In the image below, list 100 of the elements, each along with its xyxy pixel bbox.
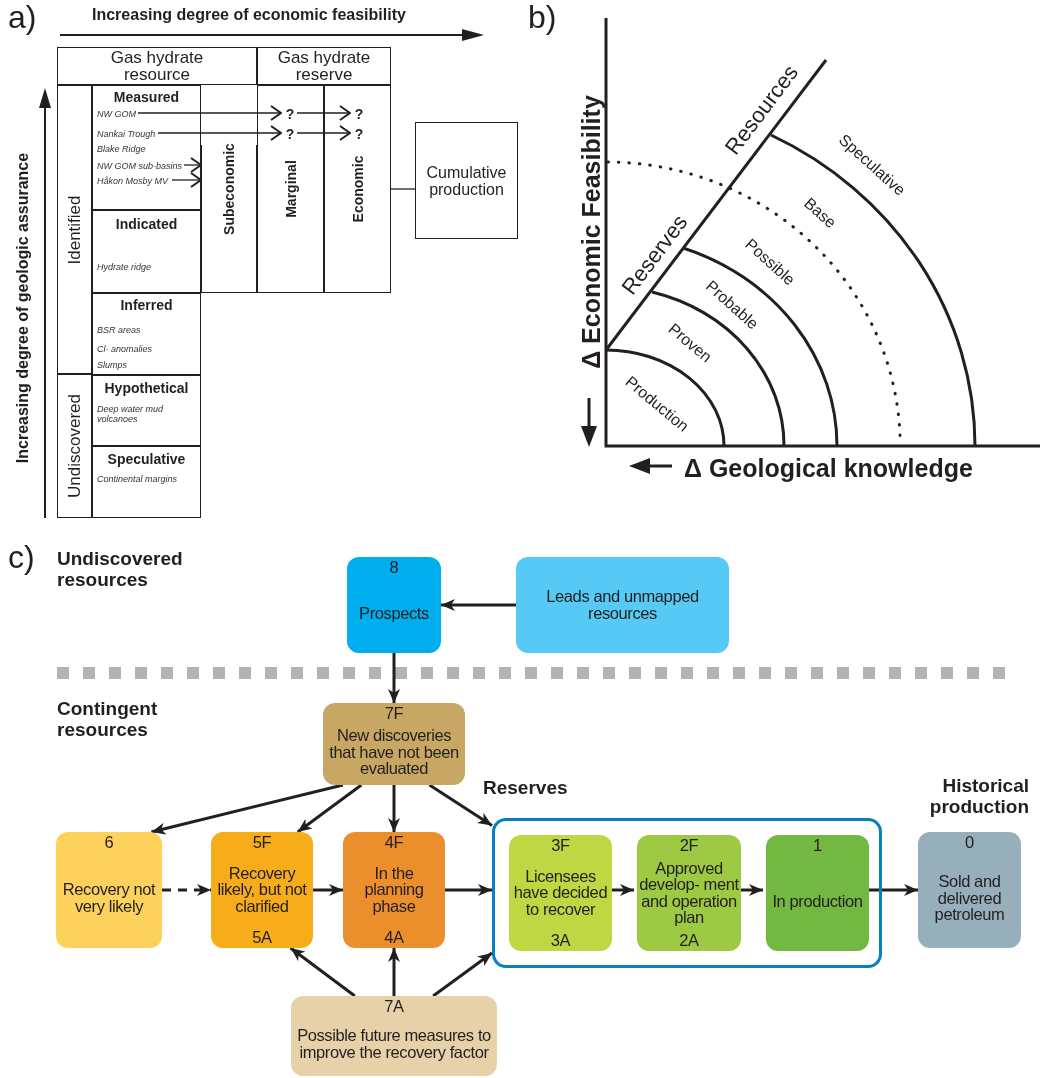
section-heading: Historical production [928, 776, 1029, 818]
site-label: Continental margins [97, 474, 179, 484]
process-box [291, 996, 497, 1076]
stage-code: 4A [384, 928, 404, 945]
category-column [257, 85, 324, 293]
process-box [766, 835, 869, 951]
axis-label: Increasing degree of geologic assurance [14, 152, 32, 464]
arrow [388, 653, 400, 703]
arrow [296, 125, 351, 141]
process-box [637, 835, 741, 951]
stage-code: 4F [384, 834, 404, 851]
site-label: Cl- anomalies [97, 344, 154, 354]
table-header-cell [257, 47, 391, 85]
arrow [441, 599, 516, 611]
panel-letter: a) [8, 0, 37, 36]
column-label: Economic [349, 155, 366, 223]
stage-code: 1 [813, 837, 822, 854]
stage-code: 0 [965, 834, 974, 851]
column-label: Undiscovered [64, 394, 85, 498]
arrow [313, 884, 343, 896]
category-column [57, 85, 92, 374]
arrow [388, 785, 400, 832]
stage-code: 5A [252, 928, 272, 945]
table-header-cell [57, 47, 257, 85]
stage-code: 6 [104, 834, 114, 851]
header-text: Gas hydrate resource [109, 49, 205, 83]
box-text: Recovery not very likely [61, 881, 157, 915]
site-label: Slumps [97, 360, 128, 370]
arrow [157, 125, 282, 141]
stage-code: 7F [384, 705, 404, 722]
header-text: Gas hydrate reserve [276, 49, 372, 83]
site-label: Blake Ridge [97, 144, 147, 154]
stage-code: 5F [252, 834, 272, 851]
stage-code: 7A [384, 998, 404, 1015]
panel-letter: c) [8, 540, 35, 576]
site-label: Nankai Trough [97, 128, 159, 140]
arrow [428, 783, 493, 827]
stage-code: 3F [551, 837, 570, 854]
site-label: NW GOM [97, 108, 139, 120]
arrow [137, 105, 282, 121]
stage-code: 8 [389, 559, 399, 576]
column-label: Identified [64, 195, 85, 264]
axis-label: Δ Economic Feasibility [578, 95, 606, 369]
process-box [516, 557, 729, 653]
category-column [324, 85, 391, 293]
box-text: Cumulative production [425, 163, 508, 198]
box-text: Sold and delivered petroleum [933, 873, 1006, 923]
box-text: Prospects [359, 604, 429, 621]
box-text: Licensees have decided to recover [512, 867, 609, 918]
cell-heading: Inferred [119, 297, 174, 313]
cell-heading: Speculative [106, 451, 187, 467]
category-cell [92, 446, 201, 518]
box-text: In production [772, 892, 863, 909]
site-label: Hydrate ridge [97, 262, 153, 272]
category-cell [92, 85, 201, 210]
stage-code: 3A [550, 931, 571, 948]
box-text: In the planning phase [363, 864, 425, 915]
category-cell [92, 210, 201, 293]
box-text: New discoveries that have not been evaluated [328, 727, 460, 777]
category-column [57, 374, 92, 518]
box-text: Possible future measures to improve the recovery factor [296, 1027, 492, 1061]
category-cell [92, 293, 201, 375]
question-mark: ? [282, 126, 298, 142]
column-label: Marginal [282, 160, 299, 218]
stage-code: 2F [679, 837, 699, 854]
category-cell [92, 375, 201, 446]
panel-letter: b) [528, 0, 557, 36]
arrow [388, 948, 400, 996]
box-text: Approved develop- ment and operation plan [639, 859, 739, 926]
cell-heading: Hypothetical [103, 380, 190, 396]
site-label: NW GOM sub-basins [97, 160, 185, 172]
arrow [432, 951, 493, 998]
section-heading: Undiscovered resources [57, 549, 184, 591]
site-label: Håkon Mosby MV [97, 175, 173, 187]
process-box [211, 832, 313, 948]
arrow [445, 884, 492, 896]
category-column [201, 145, 257, 293]
question-mark: ? [351, 126, 367, 142]
arrow [151, 783, 344, 835]
process-box [347, 557, 441, 653]
site-label: BSR areas [97, 325, 142, 335]
axis-label: Increasing degree of economic feasibility [92, 6, 406, 24]
process-box [343, 832, 445, 948]
box-text: Recovery likely, but not clarified [216, 864, 308, 915]
question-mark: ? [351, 106, 367, 122]
connector-line [390, 188, 416, 190]
process-box [509, 835, 612, 951]
section-heading: Contingent resources [57, 699, 159, 741]
cell-heading: Measured [112, 89, 181, 105]
axis-label: Δ Geological knowledge [684, 455, 973, 483]
question-mark: ? [282, 106, 298, 122]
arrow [162, 884, 211, 896]
arrow [289, 946, 356, 998]
arrow [183, 157, 202, 173]
site-label: Deep water mud volcanoes [97, 404, 165, 424]
process-box [415, 122, 518, 239]
column-label: Subeconomic [221, 143, 237, 235]
arrow [296, 105, 351, 121]
cell-heading: Indicated [114, 216, 179, 232]
stage-code: 2A [679, 931, 699, 948]
